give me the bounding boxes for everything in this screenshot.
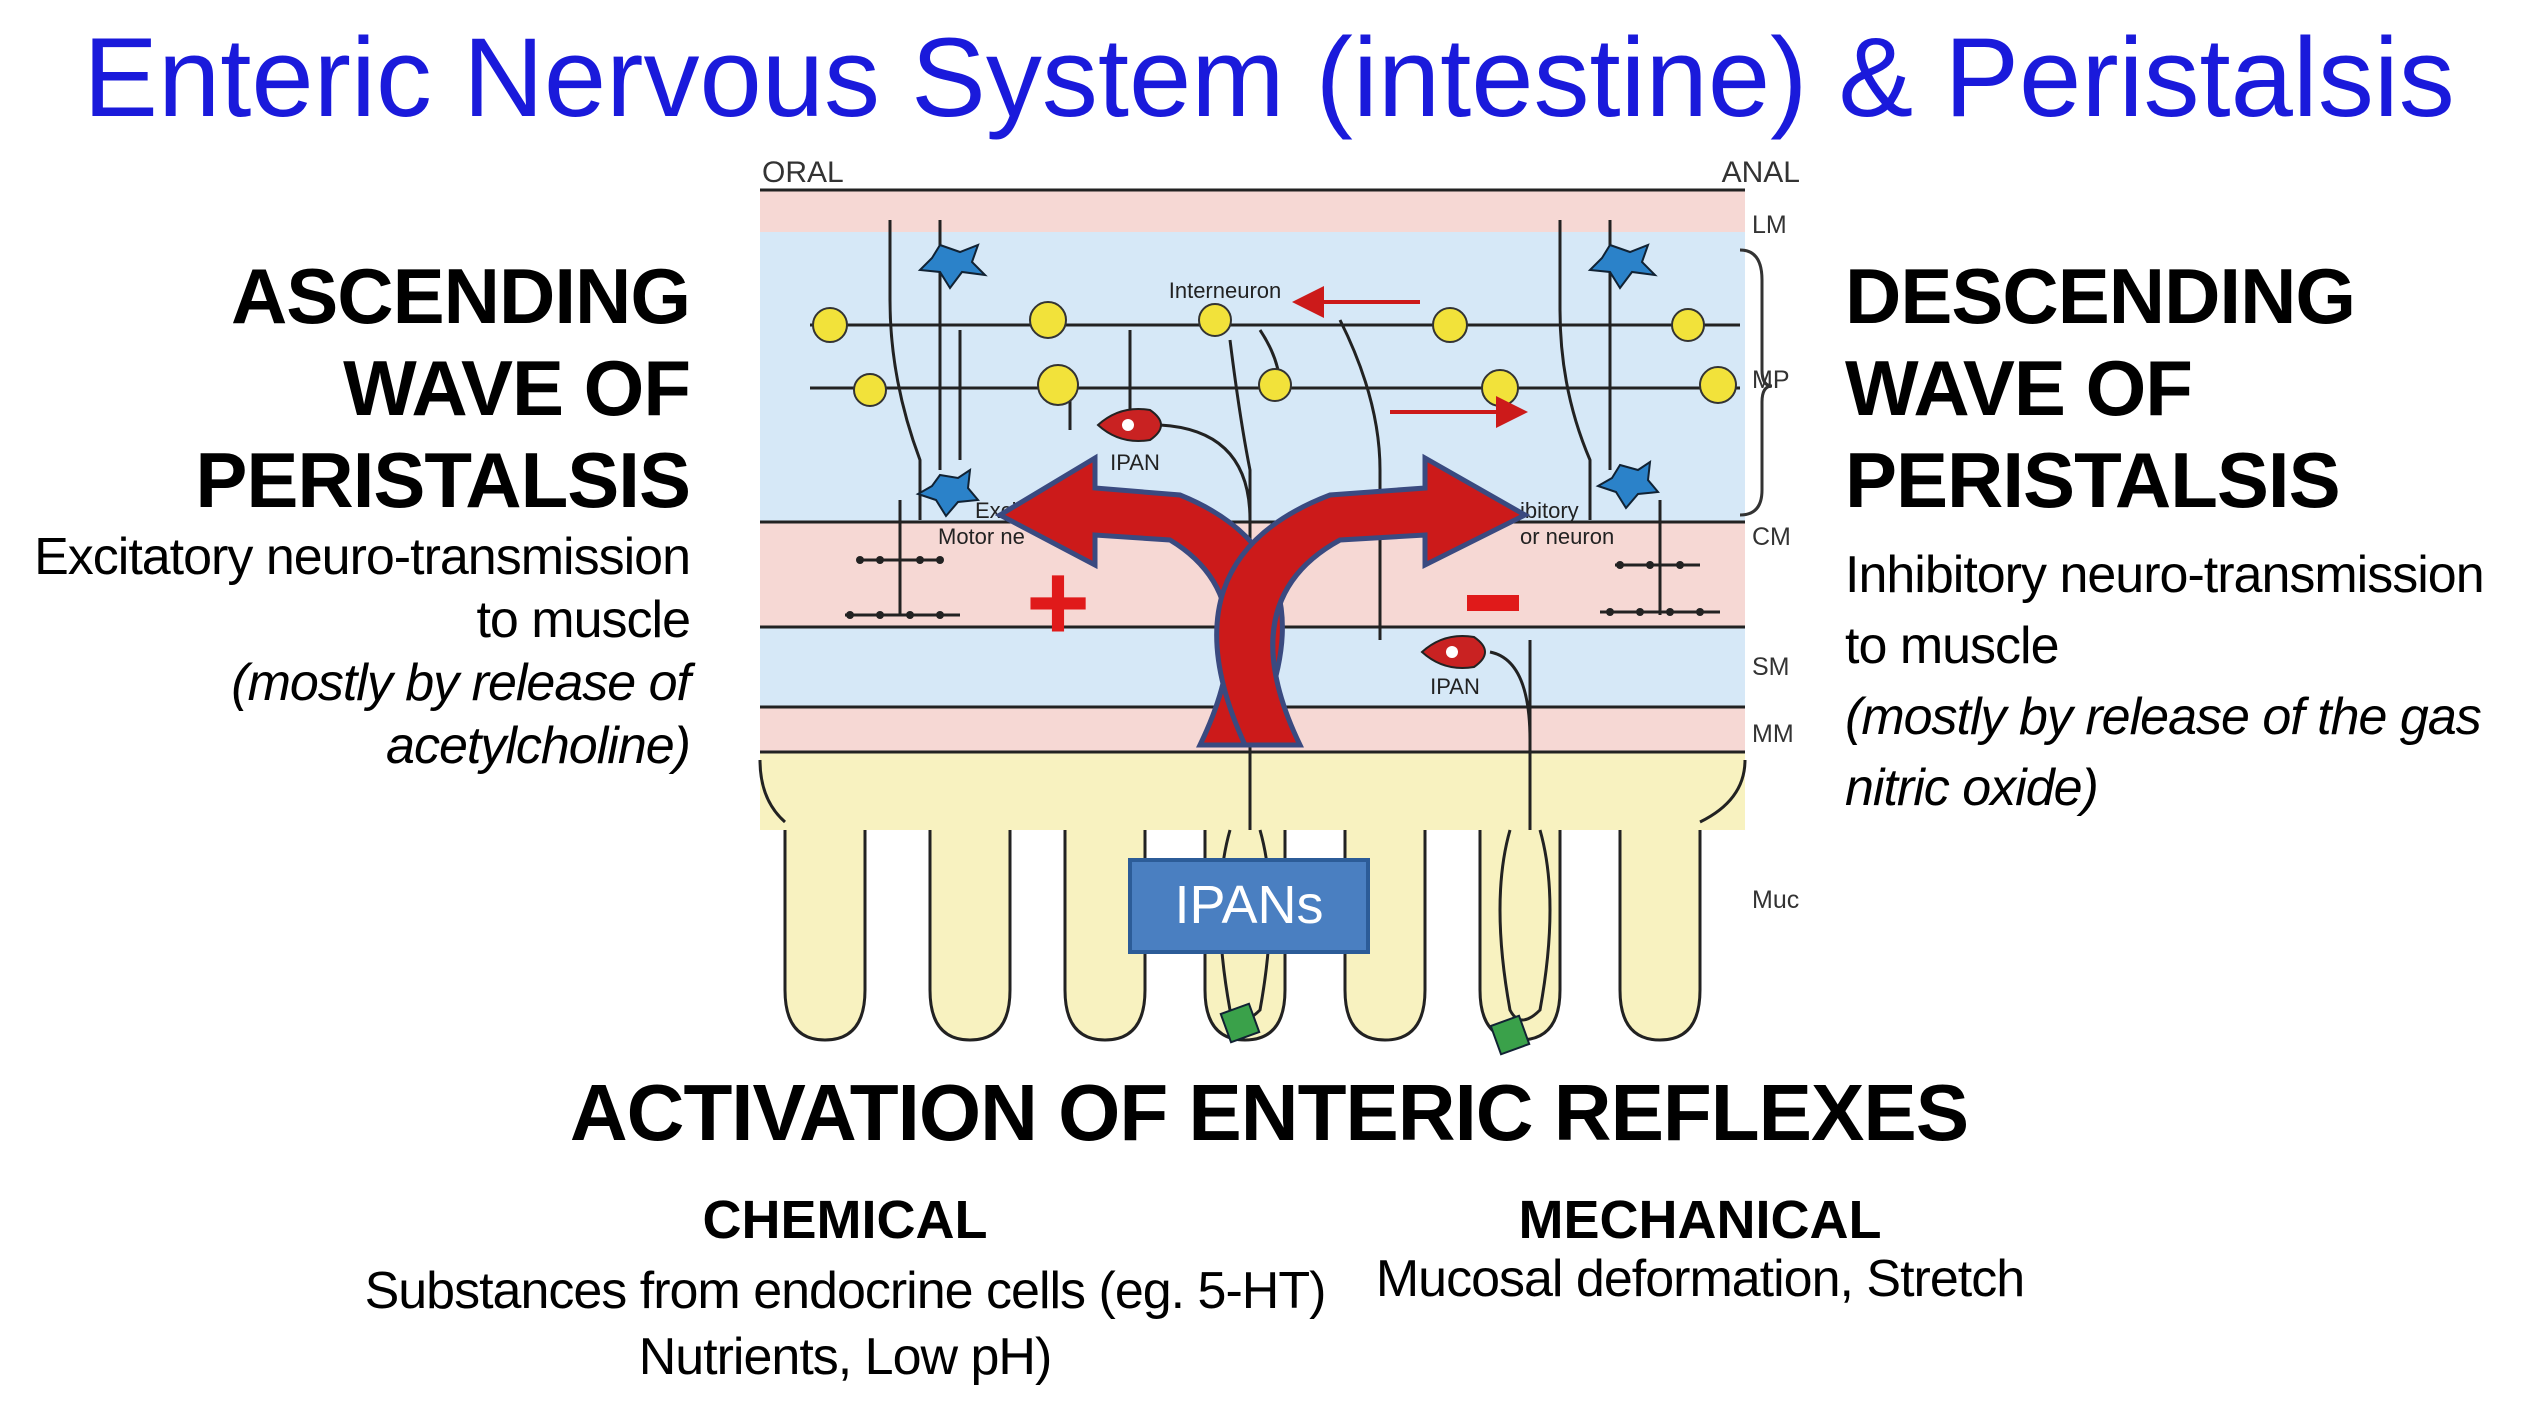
anal-label: ANAL [1722, 156, 1800, 189]
ascending-description-line: Excitatory neuro-transmission [34, 528, 691, 586]
layer-label-sm: SM [1752, 653, 1790, 681]
ipans-box-label: IPANs [1174, 875, 1323, 935]
mechanical-block: MECHANICAL Mucosal deformation, Stretch [1340, 1190, 2060, 1312]
chemical-heading: CHEMICAL [702, 1190, 988, 1250]
plexus-nerve-fibres [810, 220, 1740, 830]
chemical-line: Nutrients, Low pH) [638, 1328, 1053, 1386]
excitatory-label-line2: Motor ne [938, 524, 1025, 549]
endocrine-cells [1219, 1002, 1531, 1056]
mucosa-base [760, 800, 1745, 830]
interneuron-cells [812, 301, 1737, 407]
descending-wave-block: DESCENDING WAVE OF PERISTALSIS Inhibitor… [1845, 250, 2525, 820]
excitatory-plus-sign: + [1026, 541, 1090, 664]
enteric-nervous-system-diagram: ORAL ANAL LM MP CM SM MM Muc [758, 156, 1800, 1056]
ascending-heading-line: PERISTALSIS [195, 436, 691, 524]
descending-heading-line: PERISTALSIS [1845, 436, 2341, 524]
descending-italic-line: (mostly by release of the gas [1845, 688, 2482, 746]
varicosities [846, 556, 1704, 619]
big-inhibitory-curved-arrow [1214, 453, 1531, 748]
longitudinal-muscle-layer [760, 190, 1745, 232]
ipan-cell-lower [1420, 635, 1486, 669]
interneuron-label: Interneuron [1169, 278, 1282, 303]
inhibitory-label-line2: or neuron [1520, 524, 1614, 549]
descending-heading-line: DESCENDING [1845, 252, 2356, 340]
chemical-line: Substances from endocrine cells (eg. 5-H… [364, 1262, 1327, 1320]
mechanical-heading: MECHANICAL [1518, 1190, 1882, 1250]
ipans-box [1128, 858, 1370, 954]
mp-bracket [1739, 248, 1773, 517]
layer-label-mm: MM [1752, 720, 1794, 748]
layer-label-muc: Muc [1752, 886, 1799, 914]
ascending-description-line: to muscle [476, 591, 691, 649]
ascending-wave-block: ASCENDING WAVE OF PERISTALSIS Excitatory… [20, 250, 691, 778]
ascending-heading-line: ASCENDING [230, 252, 691, 340]
ipan-label-lower: IPAN [1430, 674, 1480, 699]
villi-outline [758, 759, 1747, 824]
ascending-italic-line: (mostly by release of [231, 654, 691, 712]
motor-neuron-cells [915, 243, 1660, 518]
descending-heading-line: WAVE OF [1845, 344, 2193, 432]
descending-description-line: to muscle [1845, 617, 2060, 675]
descending-description-line: Inhibitory neuro-transmission [1845, 546, 2485, 604]
myenteric-plexus-layer [760, 232, 1745, 522]
ascending-italic-line: acetylcholine) [386, 717, 691, 775]
layer-label-lm: LM [1752, 211, 1787, 239]
slide-title: Enteric Nervous System (intestine) & Per… [83, 15, 2455, 140]
oral-label: ORAL [762, 156, 844, 189]
ascending-heading-line: WAVE OF [343, 344, 691, 432]
layer-label-mp: MP [1752, 366, 1790, 394]
inhibitory-label-line1: ibitory [1520, 498, 1579, 523]
ipan-label-upper: IPAN [1110, 450, 1160, 475]
mechanical-line: Mucosal deformation, Stretch [1375, 1250, 2025, 1308]
inhibitory-minus-mark [1467, 595, 1519, 611]
layer-label-cm: CM [1752, 523, 1791, 551]
activation-heading: ACTIVATION OF ENTERIC REFLEXES [569, 1068, 1969, 1157]
descending-italic-line: nitric oxide) [1845, 759, 2099, 817]
chemical-block: CHEMICAL Substances from endocrine cells… [330, 1190, 1360, 1390]
motor-neuron-branches [845, 500, 1720, 617]
